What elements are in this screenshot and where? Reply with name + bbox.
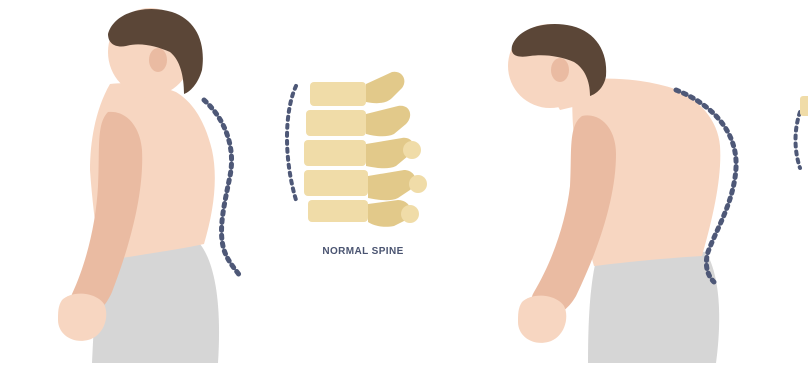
vertebra [304, 170, 368, 196]
upright-figure [58, 8, 240, 363]
hunched-fist [518, 296, 566, 343]
hunched-figure [508, 24, 736, 363]
normal-spine-diagram [287, 72, 427, 227]
cropped-vertebra [800, 96, 808, 116]
cropped-spine-diagram [796, 96, 808, 168]
hunched-pants [588, 251, 719, 363]
vertebra [306, 110, 366, 136]
normal-spine-caption: NORMAL SPINE [263, 246, 463, 257]
hunched-ear [551, 58, 569, 82]
spinous-process [366, 72, 404, 103]
vertebra [310, 82, 366, 106]
upright-ear [149, 48, 167, 72]
vertebra-node [409, 175, 427, 193]
spinous-process [368, 170, 416, 200]
spine-side-curve [287, 86, 296, 200]
cropped-spine-curve [796, 112, 801, 168]
spinous-process [366, 106, 410, 137]
vertebra [308, 200, 368, 222]
vertebra [304, 140, 366, 166]
vertebra-node [403, 141, 421, 159]
vertebra-node [401, 205, 419, 223]
